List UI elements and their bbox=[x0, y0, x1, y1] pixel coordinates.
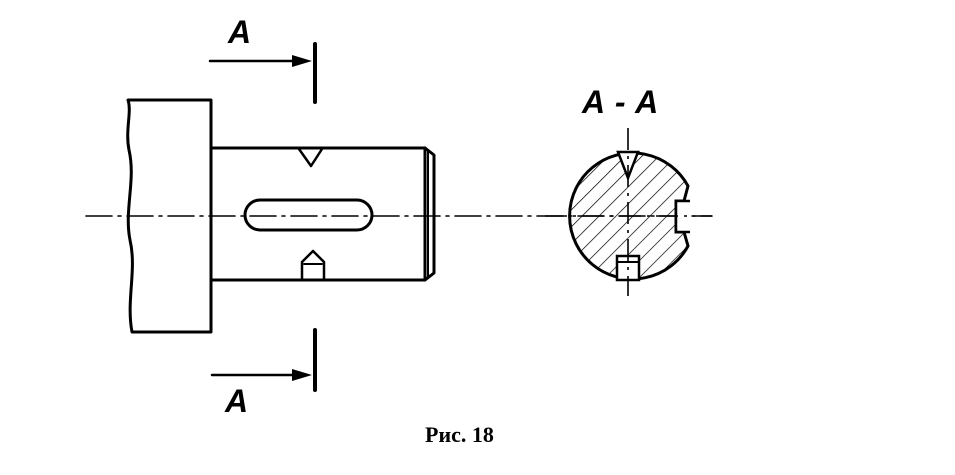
flange-outline bbox=[126, 98, 213, 334]
arrow-top-head bbox=[292, 55, 312, 67]
section-outline bbox=[568, 151, 690, 281]
section-view-label: A - A bbox=[582, 84, 660, 120]
section-label-bottom: A bbox=[225, 383, 249, 419]
arrow-bottom-head bbox=[292, 369, 312, 381]
section-label-top: A bbox=[228, 14, 252, 50]
top-drill-mark bbox=[297, 147, 324, 168]
section-view bbox=[545, 128, 712, 296]
keyway-slot bbox=[243, 198, 374, 232]
section-keyway bbox=[674, 199, 690, 234]
shaft-chamfer bbox=[423, 146, 436, 282]
figure-caption: Рис. 18 bbox=[425, 422, 494, 447]
shaft-outline bbox=[209, 146, 427, 282]
bottom-pin-mark bbox=[300, 249, 326, 281]
